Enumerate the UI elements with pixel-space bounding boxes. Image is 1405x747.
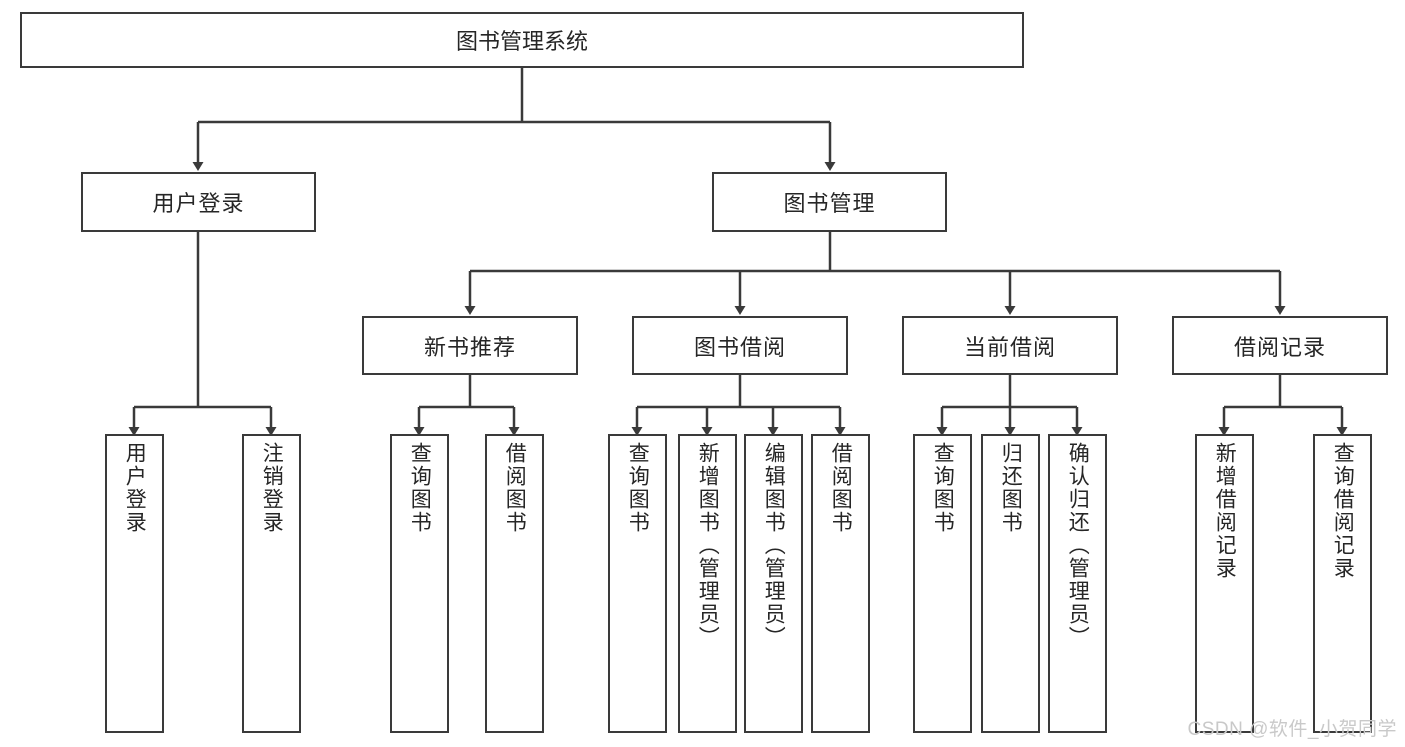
node-leaf-add-book[interactable]: 新增图书（管理员） <box>678 434 737 733</box>
node-leaf-query-borrow-record[interactable]: 查询借阅记录 <box>1313 434 1372 733</box>
node-label: 新书推荐 <box>423 334 516 360</box>
node-label: 确认归还（管理员） <box>1066 442 1090 649</box>
node-leaf-logout-login[interactable]: 注销登录 <box>242 434 301 733</box>
node-label: 查询图书 <box>408 442 432 534</box>
node-current-borrow[interactable]: 当前借阅 <box>902 316 1118 375</box>
node-label: 查询图书 <box>626 442 650 534</box>
node-leaf-borrow-book-borrow[interactable]: 借阅图书 <box>811 434 870 733</box>
node-leaf-query-book-current[interactable]: 查询图书 <box>913 434 972 733</box>
node-label: 编辑图书（管理员） <box>762 442 786 649</box>
node-label: 归还图书 <box>999 442 1023 534</box>
node-leaf-user-login[interactable]: 用户登录 <box>105 434 164 733</box>
node-leaf-add-borrow-record[interactable]: 新增借阅记录 <box>1195 434 1254 733</box>
node-leaf-borrow-book-recommend[interactable]: 借阅图书 <box>485 434 544 733</box>
node-root-system[interactable]: 图书管理系统 <box>20 12 1024 68</box>
node-leaf-query-book-borrow[interactable]: 查询图书 <box>608 434 667 733</box>
node-label: 图书管理系统 <box>455 29 588 54</box>
node-user-login[interactable]: 用户登录 <box>81 172 316 232</box>
node-book-manage[interactable]: 图书管理 <box>712 172 947 232</box>
node-book-borrow[interactable]: 图书借阅 <box>632 316 848 375</box>
node-label: 新增借阅记录 <box>1213 442 1237 580</box>
node-label: 图书借阅 <box>693 334 786 360</box>
watermark-text: CSDN @软件_小贺同学 <box>1187 719 1397 740</box>
node-label: 用户登录 <box>123 442 147 534</box>
node-label: 查询图书 <box>931 442 955 534</box>
node-leaf-query-book-recommend[interactable]: 查询图书 <box>390 434 449 733</box>
node-leaf-return-book[interactable]: 归还图书 <box>981 434 1040 733</box>
node-new-book-recommend[interactable]: 新书推荐 <box>362 316 578 375</box>
node-label: 查询借阅记录 <box>1331 442 1355 580</box>
node-label: 用户登录 <box>152 191 245 216</box>
node-label: 借阅记录 <box>1233 334 1326 360</box>
node-label: 图书管理 <box>783 191 876 216</box>
node-label: 注销登录 <box>260 442 284 534</box>
node-label: 借阅图书 <box>829 442 853 534</box>
node-label: 当前借阅 <box>963 334 1056 360</box>
node-label: 借阅图书 <box>503 442 527 534</box>
node-leaf-confirm-return[interactable]: 确认归还（管理员） <box>1048 434 1107 733</box>
node-label: 新增图书（管理员） <box>696 442 720 649</box>
node-borrow-record[interactable]: 借阅记录 <box>1172 316 1388 375</box>
node-leaf-edit-book[interactable]: 编辑图书（管理员） <box>744 434 803 733</box>
